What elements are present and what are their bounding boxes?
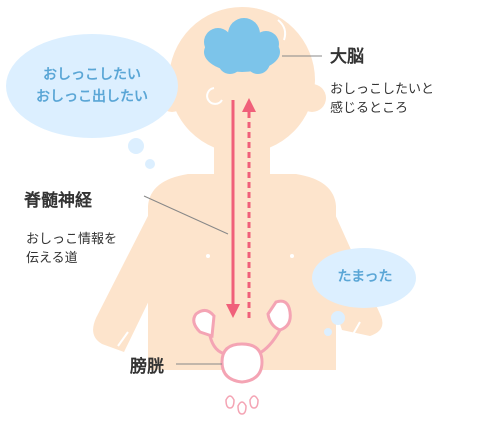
spinal-desc-line-2: 伝える道: [26, 249, 117, 268]
brain-desc-line-2: 感じるところ: [330, 99, 434, 118]
thought-bubble-text: おしっこしたい おしっこ出したい: [30, 64, 154, 108]
thought-line-1: おしっこしたい: [30, 64, 154, 86]
spinal-nerve-label: 脊髄神経: [24, 186, 92, 211]
urine-drops: [226, 396, 258, 414]
brain-label: 大脳: [330, 42, 364, 67]
brain-desc-line-1: おしっこしたいと: [330, 80, 434, 99]
body-highlight: [290, 254, 294, 258]
spinal-nerve-description: おしっこ情報を 伝える道: [26, 230, 117, 268]
body-highlight: [206, 254, 210, 258]
thought-line-2: おしっこ出したい: [30, 86, 154, 108]
bladder-label: 膀胱: [130, 352, 164, 377]
brain-description: おしっこしたいと 感じるところ: [330, 80, 434, 118]
full-bubble-text: たまった: [330, 266, 400, 288]
spinal-desc-line-1: おしっこ情報を: [26, 230, 117, 249]
